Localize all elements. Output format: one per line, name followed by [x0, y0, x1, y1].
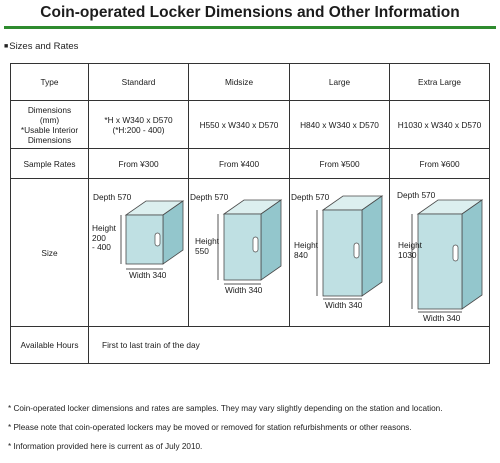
dimensions-header-line: (mm): [39, 114, 60, 125]
dimensions-header-line: Dimensions: [27, 104, 72, 115]
type-header: Type: [10, 63, 89, 101]
locker-handle-icon: [353, 242, 360, 259]
height-label-line: 1030: [398, 249, 417, 260]
section-heading-text: Sizes and Rates: [9, 41, 79, 52]
size-standard: Depth 570 Height 200 - 400 Width 340: [88, 178, 189, 327]
type-standard: Standard: [88, 63, 189, 101]
size-midsize: Depth 570 Height 550 Width 340: [188, 178, 290, 327]
locker-handle-icon: [452, 244, 459, 262]
type-extra-large: Extra Large: [389, 63, 490, 101]
depth-label: Depth 570: [93, 192, 132, 202]
size-header: Size: [10, 178, 89, 327]
depth-label: Depth 570: [190, 192, 229, 202]
rate-standard: From ¥300: [88, 148, 189, 179]
locker-midsize-diagram: [217, 199, 283, 285]
dimensions-header: Dimensions (mm) *Usable Interior Dimensi…: [10, 100, 89, 149]
height-label-line: Height: [294, 240, 318, 250]
height-label-line: 200: [92, 232, 106, 243]
footnote: * Please note that coin-operated lockers…: [8, 423, 412, 432]
footnotes: * Coin-operated locker dimensions and ra…: [8, 404, 443, 461]
depth-label: Depth 570: [291, 192, 330, 202]
width-label: Width 340: [423, 313, 461, 323]
dimensions-value: *H x W340 x D570: [104, 114, 173, 125]
type-midsize: Midsize: [188, 63, 290, 101]
height-label: Height 550: [195, 236, 219, 256]
footnote: * Information provided here is current a…: [8, 442, 203, 451]
height-label: Height 840: [294, 240, 318, 260]
depth-label: Depth 570: [397, 190, 436, 200]
width-label: Width 340: [325, 300, 363, 310]
dimensions-header-line: Dimensions: [27, 134, 72, 145]
rate-extra-large: From ¥600: [389, 148, 490, 179]
hours-value: First to last train of the day: [88, 326, 490, 364]
locker-handle-icon: [154, 232, 161, 247]
hours-header: Available Hours: [10, 326, 89, 364]
rate-large: From ¥500: [289, 148, 390, 179]
dimensions-extra-large: H1030 x W340 x D570: [389, 100, 490, 149]
height-label-line: 550: [195, 245, 209, 256]
rates-header: Sample Rates: [10, 148, 89, 179]
rates-row: Sample Rates From ¥300 From ¥400 From ¥5…: [10, 148, 490, 179]
height-label-line: Height: [195, 236, 219, 246]
locker-standard-diagram: [120, 200, 185, 270]
height-label-line: Height: [398, 240, 422, 250]
dimensions-large: H840 x W340 x D570: [289, 100, 390, 149]
dimensions-standard: *H x W340 x D570 (*H:200 - 400): [88, 100, 189, 149]
locker-extra-large-diagram: [411, 199, 484, 313]
locker-side-face: [461, 199, 483, 310]
locker-handle-icon: [252, 236, 259, 253]
hours-row: Available Hours First to last train of t…: [10, 326, 490, 364]
rates-table: Type Standard Midsize Large Extra Large …: [10, 63, 490, 364]
page-title: Coin-operated Locker Dimensions and Othe…: [40, 4, 460, 21]
width-label: Width 340: [129, 270, 167, 280]
size-row: Size Depth 570 Height 200 - 400 Width 34…: [10, 178, 490, 327]
locker-side-face: [260, 199, 282, 281]
size-large: Depth 570 Height 840 Width 340: [289, 178, 390, 327]
section-heading: ■Sizes and Rates: [4, 41, 78, 52]
bullet-square-icon: ■: [4, 43, 9, 50]
dimensions-midsize: H550 x W340 x D570: [188, 100, 290, 149]
height-label-line: 840: [294, 249, 308, 260]
dimensions-row: Dimensions (mm) *Usable Interior Dimensi…: [10, 100, 490, 149]
locker-front-face: [417, 213, 463, 310]
dimensions-header-line: *Usable Interior: [20, 124, 79, 135]
height-label-line: Height: [92, 223, 116, 233]
type-row: Type Standard Midsize Large Extra Large: [10, 63, 490, 101]
width-label: Width 340: [225, 285, 263, 295]
title-underline: [4, 26, 496, 29]
height-label: Height 1030: [398, 240, 422, 260]
rate-midsize: From ¥400: [188, 148, 290, 179]
locker-large-diagram: [316, 195, 384, 300]
locker-side-face: [361, 195, 383, 297]
size-extra-large: Depth 570 Height 1030 Width 340: [389, 178, 490, 327]
footnote: * Coin-operated locker dimensions and ra…: [8, 404, 443, 413]
height-label: Height 200 - 400: [92, 223, 116, 253]
height-label-line: - 400: [92, 242, 111, 252]
dimensions-value: (*H:200 - 400): [112, 124, 165, 135]
type-large: Large: [289, 63, 390, 101]
